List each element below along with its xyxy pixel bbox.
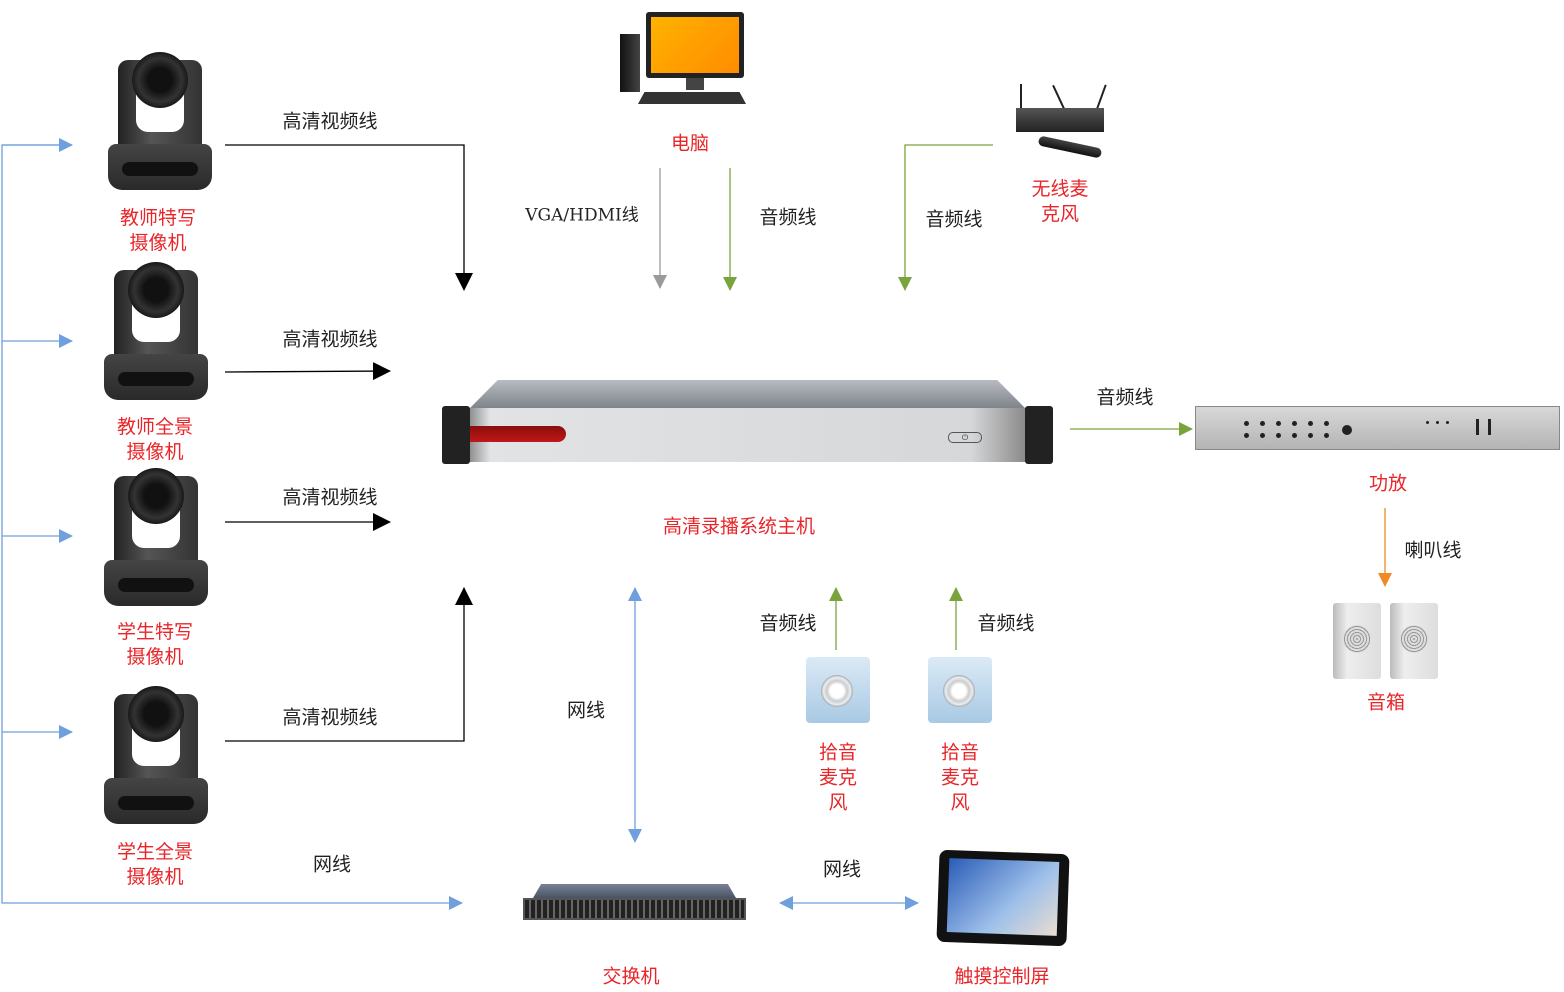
label-wireless-mic: 无线麦 克风 — [1031, 178, 1089, 225]
label-student-panorama-camera: 学生全景 摄像机 — [116, 841, 194, 888]
label-switch: 交换机 — [602, 965, 660, 988]
teacher-panorama-camera — [104, 262, 208, 400]
computer-image — [620, 12, 766, 108]
label-hd-video-2: 高清视频线 — [282, 328, 378, 351]
label-hd-video-1: 高清视频线 — [282, 110, 378, 133]
label-vga-hdmi: VGA/HDMI线 — [525, 205, 639, 226]
label-pickup-mic-2: 拾音 麦克 风 — [940, 741, 980, 814]
speaker-right — [1390, 603, 1438, 679]
label-speakers: 音箱 — [1366, 691, 1406, 714]
student-closeup-camera — [104, 468, 208, 606]
wireless-mic-image — [1012, 84, 1108, 164]
label-touch-screen: 触摸控制屏 — [954, 965, 1050, 988]
label-student-closeup-camera: 学生特写 摄像机 — [116, 621, 194, 668]
label-pickup-mic-1: 拾音 麦克 风 — [818, 741, 858, 814]
audio-line-wireless — [898, 144, 993, 291]
label-host: 高清录播系统主机 — [662, 515, 816, 538]
teacher-closeup-camera — [108, 52, 212, 190]
video-line-4 — [225, 587, 473, 742]
label-hd-video-3: 高清视频线 — [282, 486, 378, 509]
student-panorama-camera — [104, 686, 208, 824]
pickup-mic-1-image — [806, 657, 870, 723]
label-computer: 电脑 — [670, 132, 710, 155]
label-audio-pc: 音频线 — [759, 206, 817, 229]
pickup-mic-2-image — [928, 657, 992, 723]
host-display-panel — [470, 426, 566, 442]
amplifier-image — [1195, 406, 1560, 450]
video-line-2 — [224, 362, 391, 381]
label-hd-video-4: 高清视频线 — [282, 706, 378, 729]
label-network-host: 网线 — [566, 699, 606, 722]
label-audio-wireless: 音频线 — [925, 208, 983, 231]
video-line-1 — [225, 144, 473, 291]
label-amplifier: 功放 — [1368, 472, 1408, 495]
label-teacher-closeup-camera: 教师特写 摄像机 — [119, 207, 197, 254]
label-network-touch: 网线 — [822, 858, 862, 881]
touch-screen-image — [936, 849, 1070, 947]
label-audio-pickup-2: 音频线 — [977, 612, 1035, 635]
speaker-left — [1333, 603, 1381, 679]
power-icon: ⏻ — [948, 432, 982, 443]
network-trunk-line — [1, 144, 463, 910]
label-network-cams: 网线 — [312, 853, 352, 876]
label-audio-amp: 音频线 — [1096, 386, 1154, 409]
recording-host-image: ⏻ — [440, 380, 1055, 466]
label-audio-pickup-1: 音频线 — [759, 612, 817, 635]
network-switch-image — [523, 884, 746, 926]
label-teacher-panorama-camera: 教师全景 摄像机 — [116, 416, 194, 463]
label-speaker-wire: 喇叭线 — [1404, 539, 1462, 562]
